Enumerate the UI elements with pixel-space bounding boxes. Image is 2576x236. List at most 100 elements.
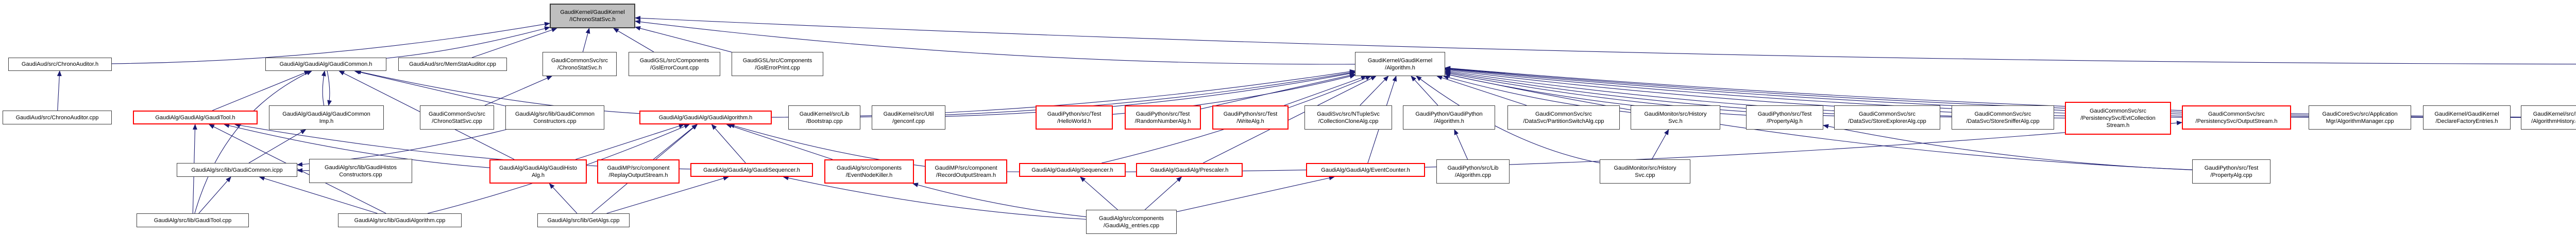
graph-edge-entries-to-sequencer xyxy=(1080,176,1118,210)
graph-node-gaudi_tool_h[interactable]: GaudiAlg/GaudiAlg/GaudiTool.h xyxy=(133,111,258,124)
graph-node-storesniffer[interactable]: GaudiCommonSvc/src/DataSvc/StoreSnifferA… xyxy=(1952,105,2054,130)
graph-edge-gaudihistoalg-to-gaudi_tool_h xyxy=(224,123,490,168)
graph-node-gslerrorcount[interactable]: GaudiGSL/src/Components/GslErrorCount.cp… xyxy=(629,52,720,76)
graph-node-storeexplorer[interactable]: GaudiCommonSvc/src/DataSvc/StoreExplorer… xyxy=(1834,105,1940,130)
graph-node-gauditool_cpp[interactable]: GaudiAlg/src/lib/GaudiTool.cpp xyxy=(137,213,249,227)
graph-node-gaudisequencer[interactable]: GaudiAlg/GaudiAlg/GaudiSequencer.h xyxy=(690,163,813,177)
graph-edge-genconf-to-algorithm_h xyxy=(945,71,1355,117)
graph-node-label-line: /ChronoStatSvc.h xyxy=(557,64,602,71)
graph-node-label-line: GaudiPython/GaudiPython xyxy=(1415,111,1483,117)
graph-node-evtcollectionstream[interactable]: GaudiCommonSvc/src/PersistencySvc/EvtCol… xyxy=(2065,102,2171,135)
graph-node-gaudialgorithm_cpp[interactable]: GaudiAlg/src/lib/GaudiAlgorithm.cpp xyxy=(338,213,462,227)
graph-node-label-line: /genconf.cpp xyxy=(892,118,925,124)
graph-node-label-line: GaudiPython/src/Test xyxy=(1136,111,1190,117)
graph-edge-replayoutput-to-gaudi_algorithm_h xyxy=(653,124,698,160)
graph-node-writealg[interactable]: GaudiPython/src/Test/WriteAlg.h xyxy=(1212,105,1289,130)
graph-node-label-line: GaudiCommonSvc/src xyxy=(1974,111,2031,117)
graph-node-label-line: /Bootstrap.cpp xyxy=(806,118,843,124)
graph-node-prescaler[interactable]: GaudiAlg/GaudiAlg/Prescaler.h xyxy=(1136,163,1243,177)
graph-node-replayoutput[interactable]: GaudiMP/src/component/ReplayOutputStream… xyxy=(597,159,680,184)
graph-node-gslerrorprint[interactable]: GaudiGSL/src/Components/GslErrorPrint.cp… xyxy=(732,52,823,76)
graph-node-label-line: /RecordOutputStream.h xyxy=(936,172,996,178)
graph-node-eventnodekiller[interactable]: GaudiAlg/src/components/EventNodeKiller.… xyxy=(824,159,914,184)
graph-edge-common_constructors-to-gaudi_common_h xyxy=(354,69,506,106)
graph-node-randomnumberalg[interactable]: GaudiPython/src/Test/RandomNumberAlg.h xyxy=(1125,105,1201,130)
graph-edge-historysvc_cpp-to-historysvc_h xyxy=(1651,129,1669,160)
graph-node-propertyalg_cpp[interactable]: GaudiPython/src/Test/PropertyAlg.cpp xyxy=(2192,159,2270,184)
graph-edge-gaudi_common_h-to-gaudi_common_imp xyxy=(327,70,332,106)
graph-node-label-line: /CollectionCloneAlg.cpp xyxy=(1318,118,1379,124)
graph-edge-propertyalg_cpp-to-algorithm_h xyxy=(1445,72,2193,170)
graph-node-recordoutput[interactable]: GaudiMP/src/component/RecordOutputStream… xyxy=(925,159,1007,184)
graph-node-label-line: GaudiKernel/src/Lib xyxy=(2533,111,2576,117)
graph-node-label-line: GaudiAlg/src/lib/GaudiCommon xyxy=(515,111,595,117)
graph-edge-chronostatsvc_cpp-to-chronostatsvc_h xyxy=(484,76,553,106)
graph-node-label-line: GaudiCommonSvc/src xyxy=(428,111,486,117)
graph-edge-memstat_cpp-to-root xyxy=(471,28,557,58)
graph-node-chronostatsvc_h[interactable]: GaudiCommonSvc/src/ChronoStatSvc.h xyxy=(543,52,617,76)
graph-node-label-line: GaudiAlg/GaudiAlg/GaudiAlgorithm.h xyxy=(658,114,753,121)
graph-edge-gaudialgorithm_cpp-to-common_icpp xyxy=(259,176,378,214)
graph-node-helloworld[interactable]: GaudiPython/src/Test/HelloWorld.h xyxy=(1036,105,1113,130)
graph-node-genconf[interactable]: GaudiKernel/src/Util/genconf.cpp xyxy=(872,105,945,130)
graph-node-label-line: GaudiKernel/src/Util xyxy=(883,111,934,117)
graph-node-algorithm_h[interactable]: GaudiKernel/GaudiKernel/Algorithm.h xyxy=(1355,52,1445,76)
graph-node-algorithmhistory[interactable]: GaudiKernel/src/Lib/AlgorithmHistory.cpp xyxy=(2521,105,2576,130)
graph-node-getalgs[interactable]: GaudiAlg/src/lib/GetAlgs.cpp xyxy=(537,213,630,227)
graph-node-label-line: Imp.h xyxy=(319,118,334,124)
graph-node-py_algorithm_cpp[interactable]: GaudiPython/src/Lib/Algorithm.cpp xyxy=(1436,159,1510,184)
graph-node-collectionclone[interactable]: GaudiSvc/src/NTupleSvc/CollectionCloneAl… xyxy=(1304,105,1392,130)
graph-edge-algorithmmanager-to-algorithm_h xyxy=(1445,67,2309,118)
graph-node-label-line: GaudiCommonSvc/src xyxy=(1858,111,1916,117)
graph-edge-chronostatsvc_h-to-root xyxy=(582,28,590,52)
graph-node-label-line: /PersistencySvc/OutputStream.h xyxy=(2195,118,2278,124)
graph-node-eventcounter[interactable]: GaudiAlg/GaudiAlg/EventCounter.h xyxy=(1306,163,1425,177)
graph-node-common_icpp[interactable]: GaudiAlg/src/lib/GaudiCommon.icpp xyxy=(177,163,297,177)
graph-node-label-line: GaudiAlg/src/lib/GaudiCommon.icpp xyxy=(191,167,283,173)
graph-node-label-line: /PropertyAlg.h xyxy=(1767,118,1803,124)
graph-edge-gaudi_tool_h-to-gaudi_common_h xyxy=(212,70,310,111)
graph-node-gaudi_algorithm_h[interactable]: GaudiAlg/GaudiAlg/GaudiAlgorithm.h xyxy=(639,111,772,124)
graph-edge-ichronostatsvc_cpp-to-root xyxy=(635,15,2576,65)
graph-node-bootstrap[interactable]: GaudiKernel/src/Lib/Bootstrap.cpp xyxy=(788,105,860,130)
graph-node-label-line: /DataSvc/StoreExplorerAlg.cpp xyxy=(1848,118,1926,124)
graph-edge-gaudihistoalg-to-gaudi_algorithm_h xyxy=(575,123,685,160)
graph-edge-gslerrorprint-to-root xyxy=(635,26,732,52)
graph-edge-common_icpp-to-gaudi_common_imp xyxy=(248,129,307,164)
graph-node-label-line: GaudiAud/src/ChronoAuditor.h xyxy=(21,61,99,67)
graph-node-declarefactory[interactable]: GaudiKernel/GaudiKernel/DeclareFactoryEn… xyxy=(2423,105,2511,130)
graph-node-partitionswitch[interactable]: GaudiCommonSvc/src/DataSvc/PartitionSwit… xyxy=(1507,105,1620,130)
graph-node-memstat_cpp[interactable]: GaudiAud/src/MemStatAuditor.cpp xyxy=(398,58,507,71)
graph-node-label-line: GaudiMonitor/src/History xyxy=(1614,165,1676,171)
graph-node-label-line: Svc.h xyxy=(1668,118,1683,124)
graph-node-sequencer[interactable]: GaudiAlg/GaudiAlg/Sequencer.h xyxy=(1019,163,1126,177)
graph-node-label-line: GaudiPython/src/Test xyxy=(1047,111,1101,117)
graph-node-label-line: GaudiKernel/src/Lib xyxy=(799,111,850,117)
graph-node-py_algorithm_h[interactable]: GaudiPython/GaudiPython/Algorithm.h xyxy=(1403,105,1495,130)
graph-node-label-line: /PropertyAlg.cpp xyxy=(2210,172,2252,178)
graph-node-chrono_auditor_cpp[interactable]: GaudiAud/src/ChronoAuditor.cpp xyxy=(3,111,112,124)
graph-edge-collectionclone-to-algorithm_h xyxy=(1360,76,1389,106)
graph-node-label-line: /WriteAlg.h xyxy=(1236,118,1264,124)
graph-node-propertyalg_h[interactable]: GaudiPython/src/Test/PropertyAlg.h xyxy=(1746,105,1823,130)
graph-edge-getalgs-to-gaudisequencer xyxy=(606,176,729,214)
graph-node-label-line: /PersistencySvc/EvtCollection xyxy=(2080,115,2156,121)
graph-node-entries[interactable]: GaudiAlg/src/components/GaudiAlg_entries… xyxy=(1086,210,1177,234)
graph-edge-entries-to-eventcounter xyxy=(1176,175,1335,212)
graph-node-gaudi_common_h[interactable]: GaudiAlg/GaudiAlg/GaudiCommon.h xyxy=(265,58,386,71)
graph-node-root[interactable]: GaudiKernel/GaudiKernel/IChronoStatSvc.h xyxy=(550,4,635,28)
graph-node-label-line: /DataSvc/PartitionSwitchAlg.cpp xyxy=(1523,118,1604,124)
graph-edge-chrono_auditor_h-to-root xyxy=(111,22,550,64)
graph-node-label-line: GaudiAlg/GaudiAlg/GaudiHisto xyxy=(499,165,578,171)
graph-node-chrono_auditor_h[interactable]: GaudiAud/src/ChronoAuditor.h xyxy=(8,58,112,71)
graph-node-outputstream[interactable]: GaudiCommonSvc/src/PersistencySvc/Output… xyxy=(2182,105,2291,130)
graph-node-chronostatsvc_cpp[interactable]: GaudiCommonSvc/src/ChronoStatSvc.cpp xyxy=(420,105,494,130)
